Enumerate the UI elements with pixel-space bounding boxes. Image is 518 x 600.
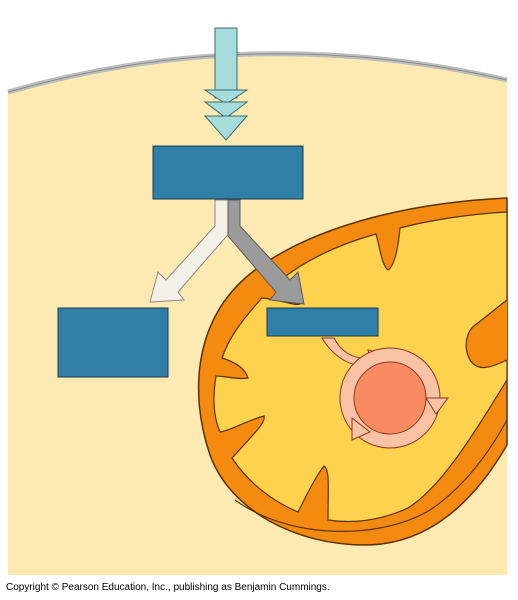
copyright-notice: Copyright © Pearson Education, Inc., pub… (6, 582, 330, 593)
cycle-arrowhead-bottom-left (351, 416, 371, 441)
input-arrow (203, 27, 249, 141)
cycle-center (353, 361, 427, 435)
right-label-box (266, 307, 379, 337)
inner-membrane-fold (234, 419, 508, 532)
cycle-diagram (339, 347, 449, 449)
left-label-box (57, 307, 169, 378)
cycle-arrowhead-right (425, 397, 449, 415)
top-label-box (152, 145, 304, 200)
crista-right (465, 299, 508, 369)
right-branch-arrow (227, 199, 305, 305)
